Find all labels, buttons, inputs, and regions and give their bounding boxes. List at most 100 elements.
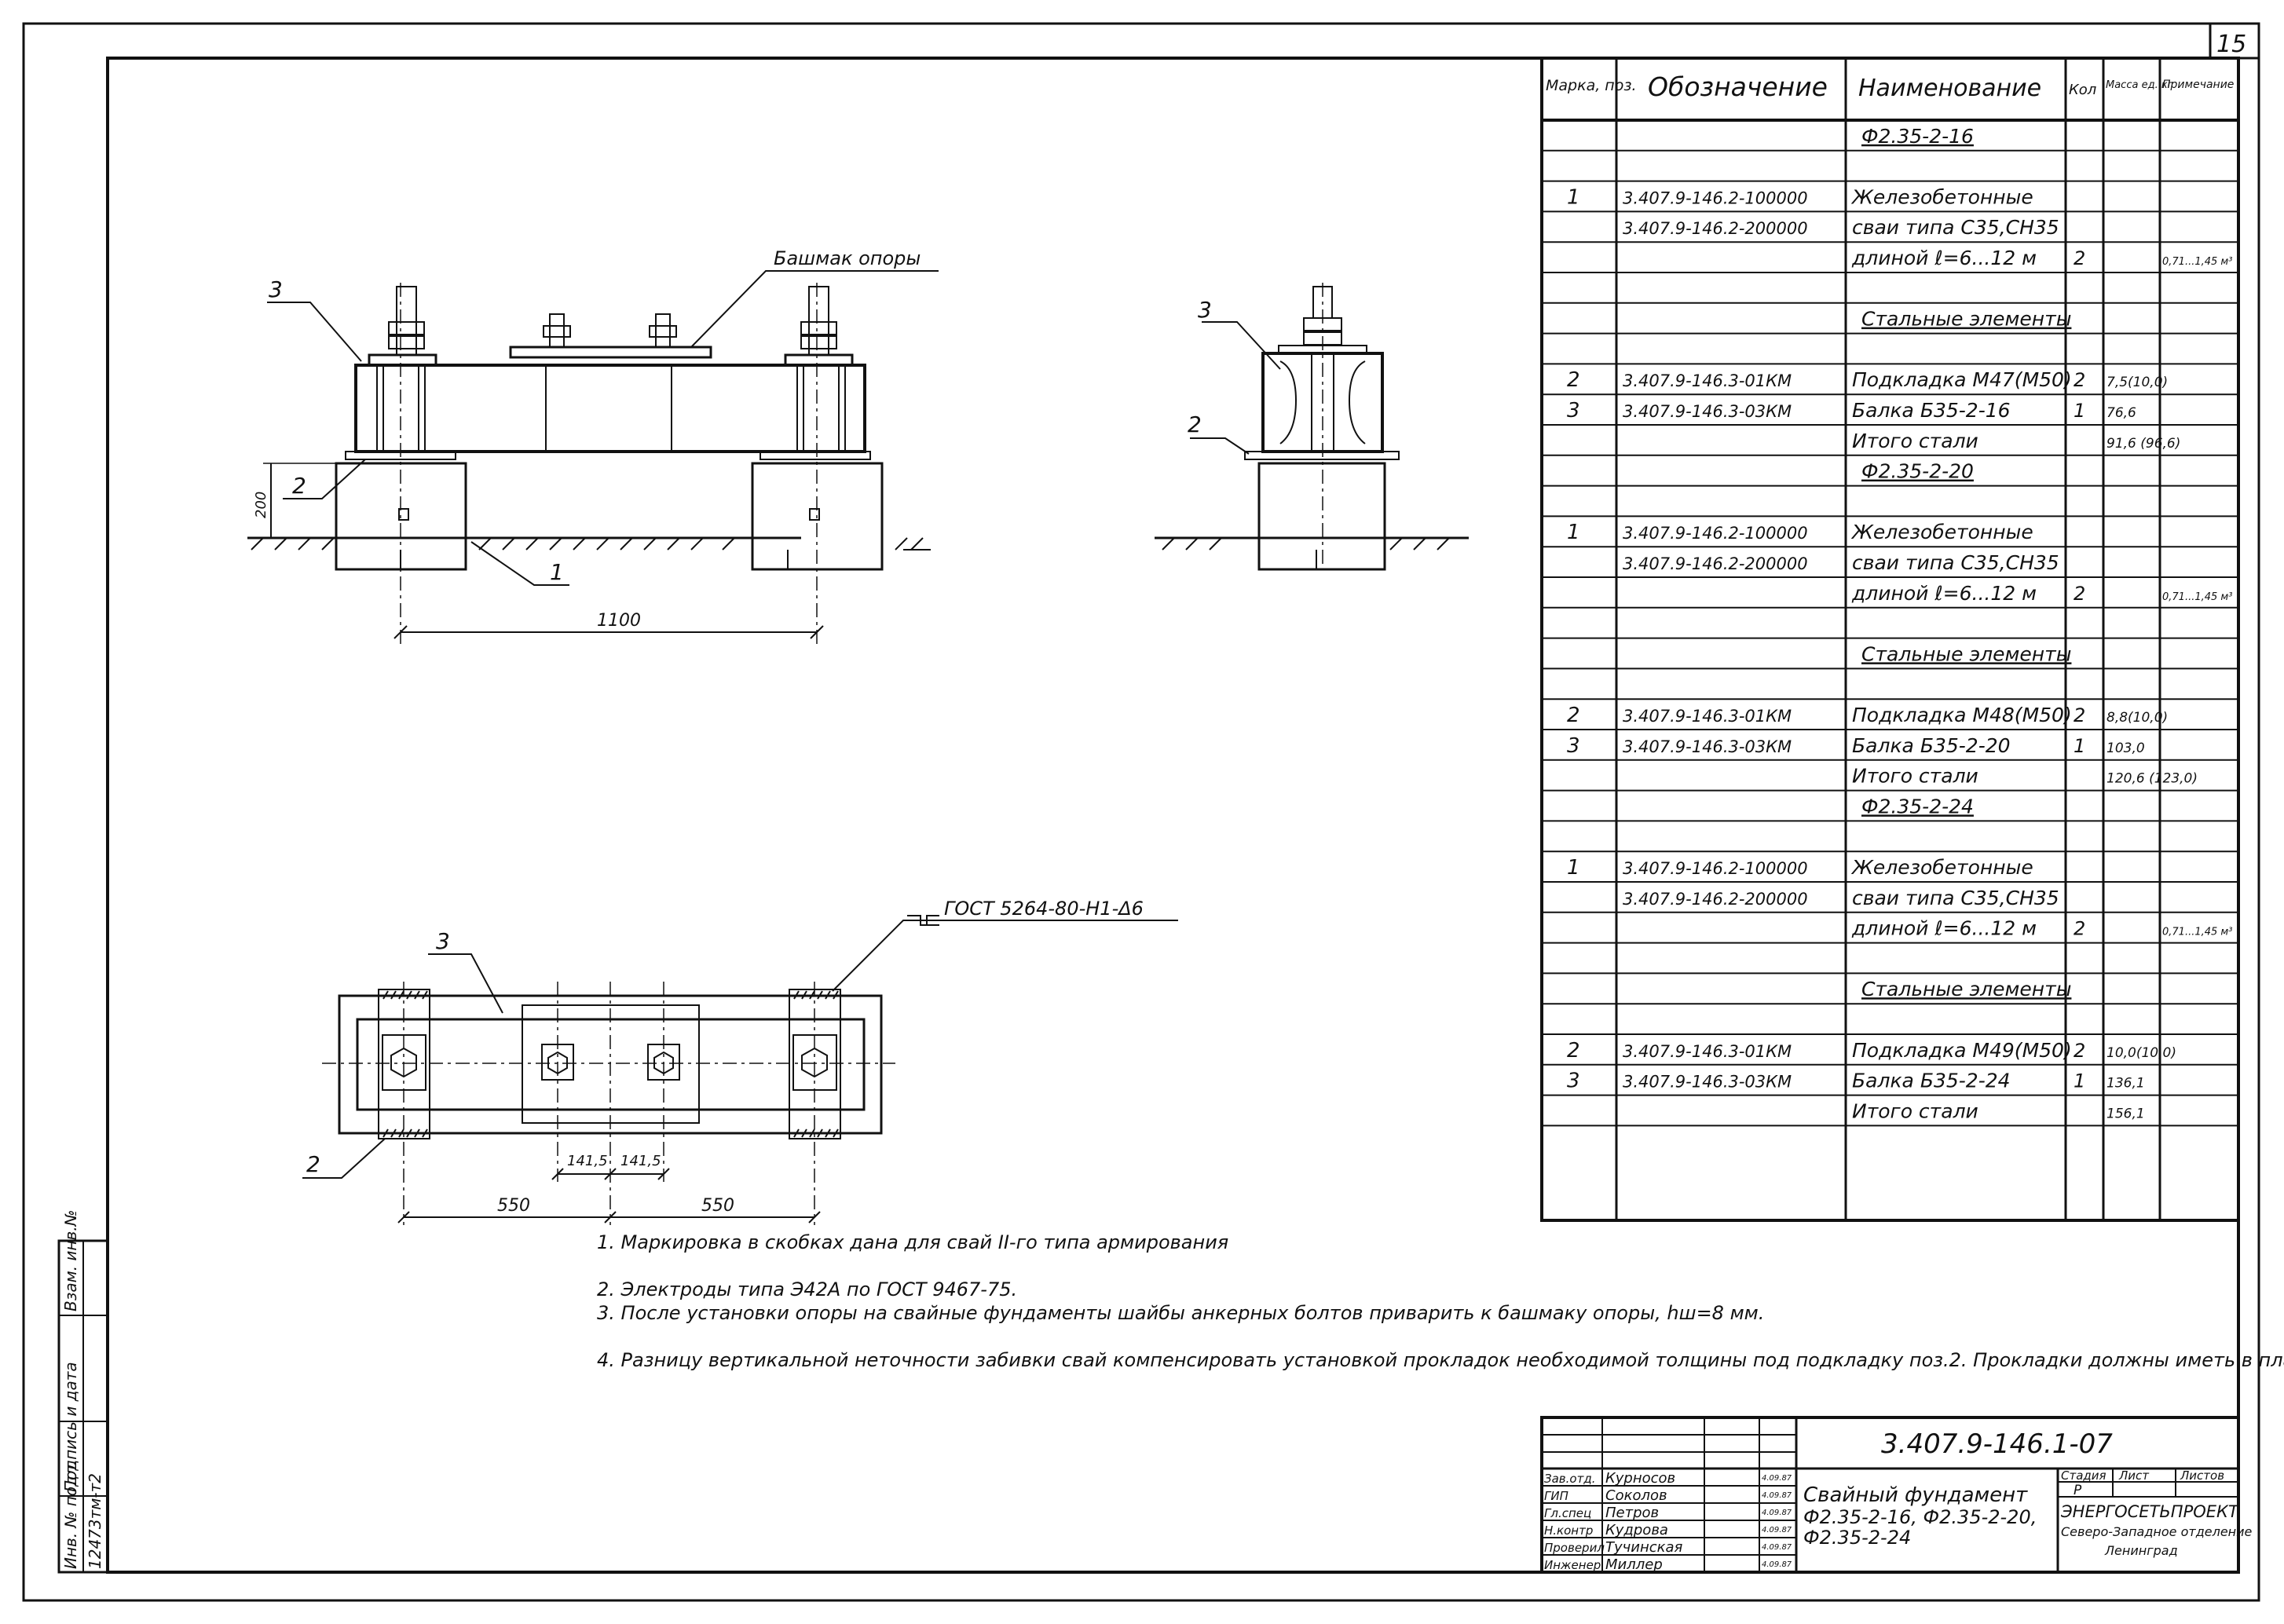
spec-cell-name: Железобетонные xyxy=(1850,185,2033,208)
title-row-date: 4.09.87 xyxy=(1762,1543,1792,1552)
spec-cell-qty: 2 xyxy=(2074,704,2085,726)
sheet-title-line-2: Ф2.35-2-16, Ф2.35-2-20, xyxy=(1803,1506,2037,1528)
spec-cell-mark: 2 xyxy=(1567,368,1580,392)
spec-cell-mass: 120,6 (123,0) xyxy=(2106,771,2198,787)
note-4: 4. Разницу вертикальной неточности забив… xyxy=(597,1349,2284,1371)
dim-200-label: 200 xyxy=(253,492,269,518)
title-row-name: Миллер xyxy=(1605,1556,1663,1573)
dimension-200: 200 xyxy=(253,463,338,538)
dimension-1100: 1100 xyxy=(393,611,824,639)
spec-cell-code: 3.407.9-146.2-100000 xyxy=(1623,524,1808,543)
spec-cell-name: Стальные элементы xyxy=(1861,978,2071,1000)
spec-cell-name: сваи типа С35,СН35 xyxy=(1852,216,2059,239)
spec-cell-name: Итого стали xyxy=(1852,765,1978,788)
spec-cell-mark: 1 xyxy=(1567,185,1580,209)
title-row-name: Петров xyxy=(1605,1505,1659,1521)
spec-cell-qty: 2 xyxy=(2074,369,2085,391)
spec-table: Марка, поз. Обозначение Наименование Кол… xyxy=(1540,57,2240,1222)
spec-cell-name: Балка Б35-2-16 xyxy=(1852,399,2011,422)
title-row-name: Курносов xyxy=(1605,1470,1675,1487)
title-row-role: Н.контр xyxy=(1544,1523,1593,1538)
spec-cell-name: Подкладка М48(М50) xyxy=(1852,704,2072,726)
stage-label: Стадия xyxy=(2061,1469,2106,1483)
organization-line-3: Ленинград xyxy=(2104,1543,2178,1558)
spec-cell-mark: 2 xyxy=(1567,704,1580,727)
title-row-role: Гл.спец xyxy=(1544,1506,1591,1520)
plan-nuts xyxy=(390,1047,828,1078)
spec-cell-mass: 156,1 xyxy=(2106,1106,2145,1121)
organization-line-1: ЭНЕРГОСЕТЬПРОЕКТ xyxy=(2060,1502,2240,1521)
spec-cell-name: Итого стали xyxy=(1852,1099,1978,1122)
sheet-title-line-3: Ф2.35-2-24 xyxy=(1803,1527,1911,1549)
side-pos3-label: 3 xyxy=(1198,297,1212,323)
spec-cell-code: 3.407.9-146.2-100000 xyxy=(1623,859,1808,878)
spec-cell-code: 3.407.9-146.3-01КМ xyxy=(1623,1042,1792,1061)
spec-header-code: Обозначение xyxy=(1648,71,1828,102)
side-stamp-replace-label: Взам. инв.№ xyxy=(61,1210,80,1311)
anchor-bolts-front xyxy=(388,286,837,356)
spec-cell-name: длиной ℓ=6...12 м xyxy=(1851,917,2037,940)
spec-header-name: Наименование xyxy=(1858,75,2041,102)
spec-cell-mark: 3 xyxy=(1567,734,1580,758)
spec-cell-name: Ф2.35-2-20 xyxy=(1861,460,1974,483)
dimension-550: 550 550 xyxy=(397,1196,821,1223)
weld-marks xyxy=(382,990,839,1138)
spec-cell-mass: 7,5(10,0) xyxy=(2106,375,2168,390)
spec-cell-mark: 2 xyxy=(1567,1039,1580,1063)
spec-cell-code: 3.407.9-146.3-01КМ xyxy=(1623,371,1792,390)
spec-cell-name: Ф2.35-2-16 xyxy=(1861,125,1974,148)
spec-cell-note: 0,71...1,45 м³ xyxy=(2162,927,2232,938)
title-row-date: 4.09.87 xyxy=(1762,1491,1792,1500)
title-row-name: Соколов xyxy=(1605,1487,1667,1504)
spec-cell-mass: 8,8(10,0) xyxy=(2106,710,2168,726)
spec-cell-name: Железобетонные xyxy=(1850,856,2033,879)
spec-cell-code: 3.407.9-146.3-03КМ xyxy=(1623,737,1792,756)
dim-550-right-label: 550 xyxy=(701,1196,734,1216)
dim-141-right-label: 141,5 xyxy=(620,1153,661,1169)
title-row-date: 4.09.87 xyxy=(1762,1474,1792,1483)
note-2: 2. Электроды типа Э42А по ГОСТ 9467-75. xyxy=(597,1278,1017,1300)
title-row-date: 4.09.87 xyxy=(1762,1526,1792,1534)
sheet-title-line-1: Свайный фундамент xyxy=(1803,1483,2028,1507)
spec-cell-code: 3.407.9-146.2-100000 xyxy=(1623,188,1808,207)
notes: 1. Маркировка в скобках дана для свай II… xyxy=(597,1231,2284,1371)
spec-cell-mark: 1 xyxy=(1567,856,1580,880)
spec-header-mass: Масса ед. кг xyxy=(2106,79,2173,91)
spec-cell-mass: 103,0 xyxy=(2106,741,2145,756)
title-row-name: Кудрова xyxy=(1605,1522,1668,1538)
spec-cell-name: Подкладка М47(М50) xyxy=(1852,368,2072,391)
spec-cell-name: длиной ℓ=6...12 м xyxy=(1851,582,2037,605)
beam-front xyxy=(354,346,866,453)
spec-cell-name: Балка Б35-2-20 xyxy=(1852,734,2011,757)
spec-cell-name: Балка Б35-2-24 xyxy=(1852,1070,2011,1092)
spec-cell-qty: 2 xyxy=(2074,247,2085,269)
stage-value: Р xyxy=(2074,1483,2082,1498)
side-stamp-sign-label: Подпись и дата xyxy=(61,1362,80,1492)
plan-view: 141,5 141,5 550 550 3 2 ГОСТ 5264-80-Н1-… xyxy=(302,898,1178,1225)
title-row-role: Проверил xyxy=(1544,1541,1605,1555)
side-view: 3 2 xyxy=(1155,283,1469,571)
spec-cell-qty: 2 xyxy=(2074,583,2085,605)
organization-line-2: Северо-Западное отделение xyxy=(2061,1524,2253,1539)
spec-cell-note: 0,71...1,45 м³ xyxy=(2162,256,2232,268)
title-row-date: 4.09.87 xyxy=(1762,1509,1792,1517)
spec-cell-qty: 1 xyxy=(2074,735,2085,757)
spec-header-mark: Марка, поз. xyxy=(1546,77,1636,94)
leaders-front xyxy=(267,270,939,586)
spec-cell-name: Стальные элементы xyxy=(1861,308,2071,331)
page-number: 15 xyxy=(2216,31,2246,58)
sheet-label: Лист xyxy=(2118,1469,2150,1483)
title-row-role: Инженер xyxy=(1544,1558,1601,1572)
center-lines-front xyxy=(400,283,818,644)
spec-header-note: Примечание xyxy=(2162,79,2234,91)
spec-cell-name: Подкладка М49(М50) xyxy=(1852,1039,2072,1062)
plan-pos2-label: 2 xyxy=(306,1151,320,1177)
front-pos3-label: 3 xyxy=(269,276,283,302)
spec-cell-name: сваи типа С35,СН35 xyxy=(1852,887,2059,909)
spec-cell-mass: 10,0(10,0) xyxy=(2106,1045,2176,1061)
spec-cell-mark: 3 xyxy=(1567,1070,1580,1093)
spec-cell-name: Ф2.35-2-24 xyxy=(1861,795,1974,817)
note-3: 3. После установки опоры на свайные фунд… xyxy=(597,1302,1764,1324)
ground-hatch-front xyxy=(251,537,931,550)
